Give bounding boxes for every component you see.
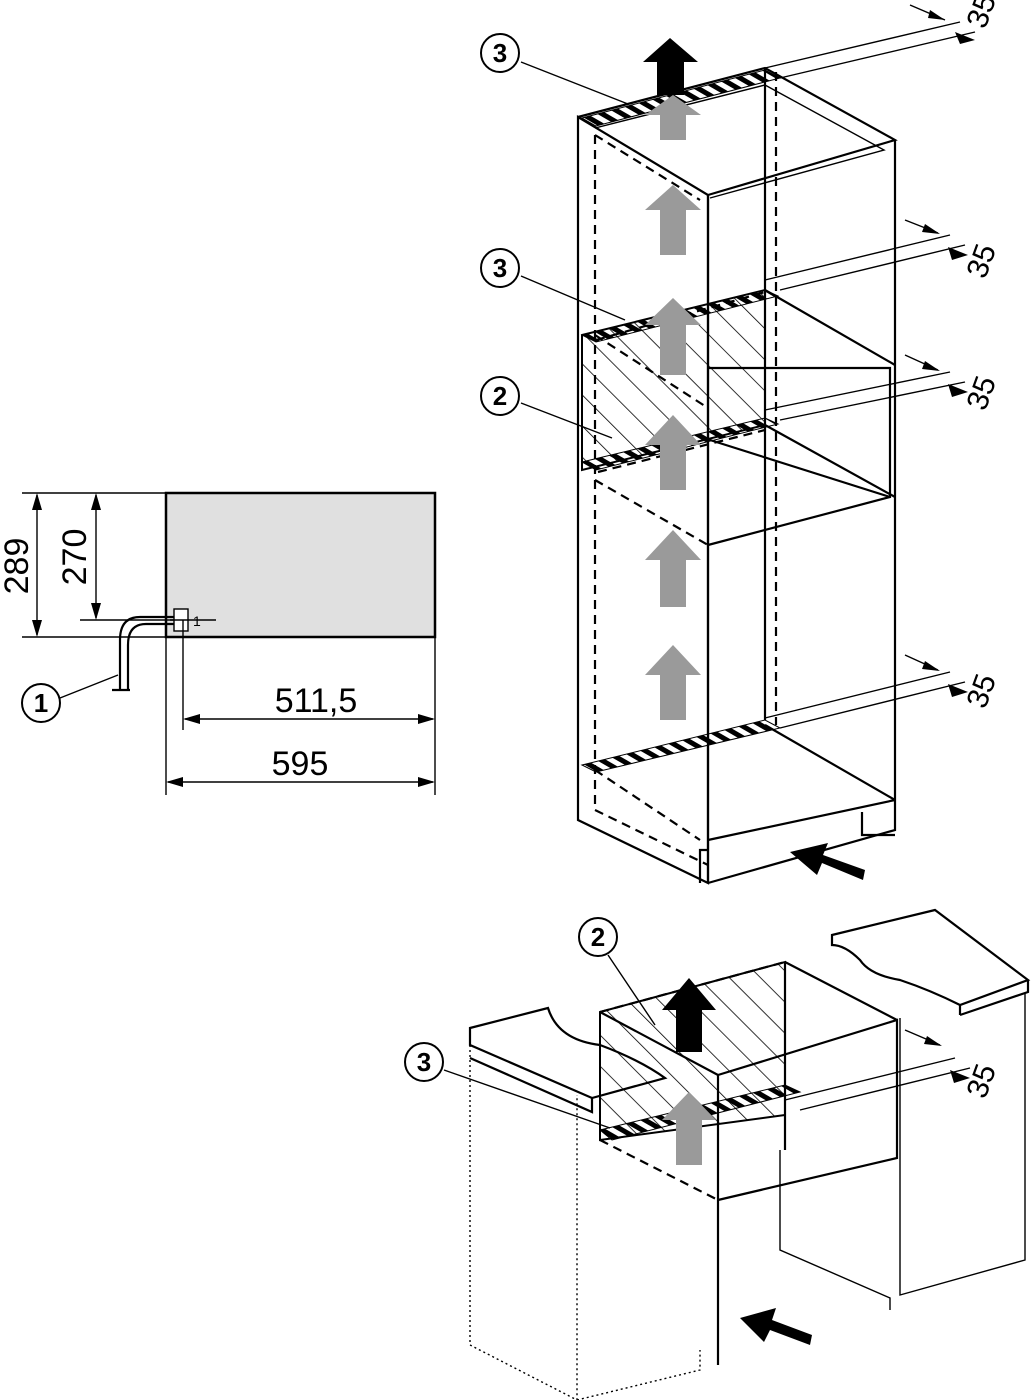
svg-text:2: 2 [493,381,507,411]
svg-text:35: 35 [961,1060,1003,1103]
power-cable [118,615,183,690]
svg-text:1: 1 [34,688,48,718]
gap-markers: 35 35 35 35 [764,0,1003,729]
side-view: 289 270 1 511,5 595 1 [0,491,437,795]
callout-2-upper [480,376,520,416]
dim-595-label: 595 [272,745,329,783]
callout-3-mid [480,248,520,288]
airflow-arrows-gray [645,95,701,720]
callout-2-lower [578,917,618,957]
inlet-arrow-lower [740,1308,812,1345]
svg-text:35: 35 [961,240,1003,283]
svg-text:35: 35 [961,0,1003,32]
dim-270-label: 270 [56,529,94,586]
appliance-side-rect [164,491,437,639]
exhaust-arrow-lower [662,978,716,1052]
svg-text:35: 35 [961,372,1003,415]
undercounter-view: 35 2 3 [404,908,1031,1400]
worktop-right [830,908,1031,1017]
svg-text:3: 3 [417,1047,431,1077]
airflow-arrow-lower-gray [662,1092,716,1165]
svg-text:35: 35 [961,670,1003,713]
connection-point-mark: 1 [193,613,201,629]
dim-511-label: 511,5 [275,682,358,720]
svg-text:3: 3 [493,253,507,283]
exhaust-arrow-top [643,38,698,95]
dim-289-label: 289 [0,538,36,595]
inlet-arrow-upper [790,843,865,880]
tall-cabinet-view: 35 35 35 35 3 3 2 [480,0,1003,885]
svg-text:3: 3 [493,38,507,68]
callout-3-lower [404,1042,444,1082]
callout-3-top [480,33,520,73]
svg-text:2: 2 [591,922,605,952]
callout-1 [21,683,61,723]
